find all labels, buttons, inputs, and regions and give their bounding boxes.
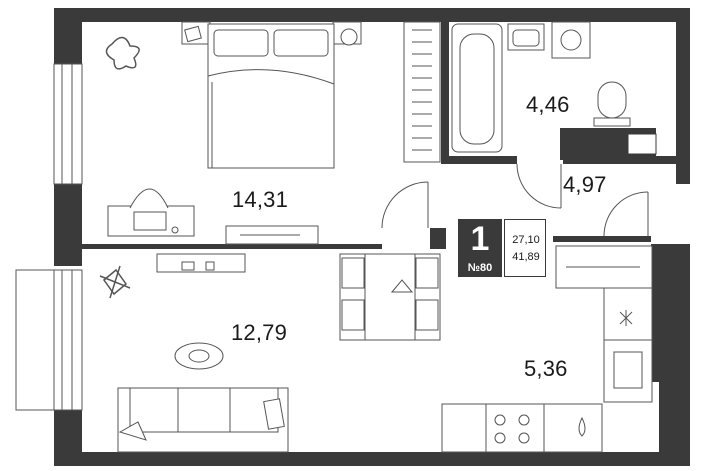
wardrobe-hangers xyxy=(412,29,432,151)
apartment-badge: 1 №80 27,10 41,89 xyxy=(458,219,546,277)
bedroom-furniture xyxy=(107,21,441,245)
total-area: 41,89 xyxy=(512,251,540,263)
snowflake-icon xyxy=(619,310,633,326)
room-area-kitchen: 5,36 xyxy=(524,356,568,381)
doors xyxy=(381,163,649,237)
room-area-bedroom: 14,31 xyxy=(232,187,289,212)
kitchen-fixtures xyxy=(441,245,653,453)
plant-icon-2 xyxy=(99,265,131,299)
living-area: 27,10 xyxy=(512,234,540,246)
windows xyxy=(15,63,83,411)
bathroom-fixtures xyxy=(451,21,631,153)
rooms-count: 1 xyxy=(458,219,502,259)
room-area-living: 12,79 xyxy=(231,320,288,345)
walls xyxy=(54,8,690,466)
apartment-number: №80 xyxy=(458,259,502,277)
plant-icon xyxy=(105,36,140,70)
area-summary: 27,10 41,89 xyxy=(504,219,546,277)
living-furniture xyxy=(117,253,441,453)
room-area-bathroom: 4,46 xyxy=(526,92,570,117)
room-area-hallway: 4,97 xyxy=(563,172,607,197)
